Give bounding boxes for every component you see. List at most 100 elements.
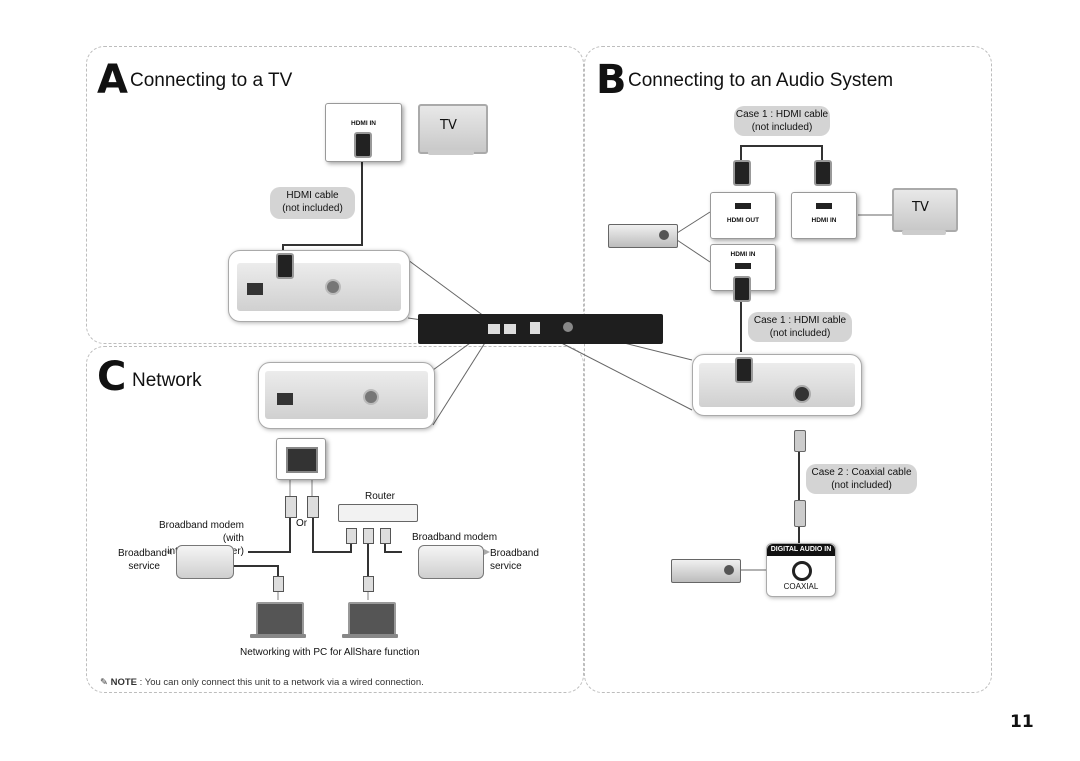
tv-icon: TV bbox=[892, 188, 958, 232]
tv-stand bbox=[428, 150, 474, 155]
player-lan-port bbox=[488, 324, 500, 334]
av-receiver-icon bbox=[608, 224, 678, 248]
receiver-knob bbox=[724, 565, 734, 575]
section-c-title: Network bbox=[132, 370, 202, 391]
section-a-title: Connecting to a TV bbox=[130, 70, 293, 91]
broadband-text: Broadband bbox=[490, 548, 539, 559]
lan-port-icon bbox=[286, 447, 318, 473]
lan-plug-icon bbox=[363, 528, 374, 544]
not-included-text: (not included) bbox=[282, 203, 343, 214]
hdmi-plug-icon bbox=[814, 160, 832, 186]
section-a-letter: A bbox=[97, 57, 128, 103]
lan-plug-icon bbox=[285, 496, 297, 518]
case1-hdmi-label-mid: Case 1 : HDMI cable (not included) bbox=[748, 312, 852, 342]
hdmi-cable-label-a: HDMI cable (not included) bbox=[270, 187, 355, 219]
or-label: Or bbox=[296, 518, 308, 529]
broadband-modem-label: Broadband modem bbox=[412, 532, 498, 543]
service-text: service bbox=[490, 561, 522, 572]
lan-plug-icon bbox=[346, 528, 357, 544]
lan-plug-icon bbox=[273, 576, 284, 592]
player-fan-icon bbox=[563, 322, 573, 332]
receiver-knob bbox=[659, 230, 669, 240]
coax-plug-icon bbox=[794, 430, 806, 452]
coaxial-jack-icon bbox=[792, 561, 812, 581]
rear-panel-strip bbox=[699, 363, 855, 407]
hdmi-plug-icon bbox=[733, 276, 751, 302]
player-rear-callout-a bbox=[228, 250, 410, 322]
panel-connecting-tv bbox=[86, 46, 584, 344]
note-icon: ✎ bbox=[100, 677, 108, 688]
modem-icon bbox=[418, 545, 484, 579]
not-included-text: (not included) bbox=[769, 328, 831, 339]
lan-port-box bbox=[276, 438, 326, 480]
hdmi-plug-icon bbox=[733, 160, 751, 186]
service-text: service bbox=[128, 561, 160, 572]
hdmi-out-label: HDMI OUT bbox=[726, 217, 760, 224]
case1-text: Case 1 : HDMI cable bbox=[753, 315, 847, 326]
hdmi-in-label: HDMI IN bbox=[351, 120, 376, 127]
note-line: ✎ NOTE : You can only connect this unit … bbox=[100, 677, 424, 688]
tv-stand bbox=[902, 230, 946, 235]
laptop-icon bbox=[256, 602, 304, 636]
broadband-service-left: Broadband service bbox=[118, 547, 167, 573]
modem-router-line1: Broadband modem (with bbox=[158, 520, 244, 544]
section-b-title: Connecting to an Audio System bbox=[628, 70, 894, 91]
case2-text: Case 2 : Coaxial cable bbox=[811, 467, 912, 478]
case1-text: Case 1 : HDMI cable bbox=[735, 109, 829, 120]
panel-network bbox=[86, 346, 584, 693]
hdmi-plug-icon bbox=[354, 132, 372, 158]
lan-port-icon bbox=[247, 283, 263, 295]
router-icon bbox=[338, 504, 418, 522]
hdmi-cable-text: HDMI cable bbox=[286, 190, 339, 201]
hdmi-in-tv-port-box: HDMI IN bbox=[791, 192, 857, 239]
section-b-letter: B bbox=[596, 57, 627, 103]
hdmi-in-tv-label: HDMI IN bbox=[811, 217, 837, 224]
laptop-base bbox=[250, 634, 306, 638]
tv-label: TV bbox=[440, 118, 457, 133]
blu-ray-player bbox=[418, 314, 663, 344]
broadband-text: Broadband bbox=[118, 548, 167, 559]
hdmi-plug-icon bbox=[276, 253, 294, 279]
note-prefix: NOTE bbox=[110, 677, 137, 688]
lan-plug-icon bbox=[363, 576, 374, 592]
coaxial-port-icon bbox=[325, 279, 341, 295]
av-receiver-icon bbox=[671, 559, 741, 583]
coaxial-port-icon bbox=[363, 389, 379, 405]
hdmi-in-port-box: HDMI IN bbox=[325, 103, 402, 162]
player-rear-callout-b bbox=[692, 354, 862, 416]
rear-panel-strip bbox=[237, 263, 401, 311]
player-hdmi-port bbox=[504, 324, 516, 334]
router-label: Router bbox=[365, 491, 396, 502]
player-coax-port bbox=[530, 322, 540, 334]
not-included-text: (not included) bbox=[831, 480, 892, 491]
modem-router-icon bbox=[176, 545, 234, 579]
digital-audio-in-callout: DIGITAL AUDIO IN COAXIAL bbox=[766, 543, 836, 597]
broadband-service-right: Broadband service bbox=[490, 547, 539, 573]
coaxial-label: COAXIAL bbox=[783, 582, 819, 591]
coaxial-port-icon bbox=[793, 385, 811, 403]
not-included-text: (not included) bbox=[751, 122, 813, 133]
hdmi-port-icon bbox=[816, 203, 832, 209]
tv-icon: TV bbox=[418, 104, 488, 154]
case1-hdmi-label-top: Case 1 : HDMI cable (not included) bbox=[734, 106, 830, 136]
panel-audio-system bbox=[584, 46, 992, 693]
hdmi-port-icon bbox=[735, 263, 751, 269]
section-c-letter: C bbox=[97, 354, 127, 400]
page-number: 11 bbox=[1010, 712, 1034, 732]
coax-plug-icon bbox=[794, 500, 806, 527]
digital-audio-in-label: DIGITAL AUDIO IN bbox=[767, 544, 835, 556]
hdmi-port-icon bbox=[735, 203, 751, 209]
case2-coaxial-label: Case 2 : Coaxial cable (not included) bbox=[806, 464, 917, 494]
laptop-icon bbox=[348, 602, 396, 636]
lan-plug-icon bbox=[307, 496, 319, 518]
hdmi-in-receiver-label: HDMI IN bbox=[730, 251, 756, 258]
pc-caption: Networking with PC for AllShare function bbox=[240, 647, 420, 658]
lan-plug-icon bbox=[380, 528, 391, 544]
hdmi-plug-icon bbox=[735, 357, 753, 383]
note-text: : You can only connect this unit to a ne… bbox=[137, 677, 424, 688]
hdmi-out-port-box: HDMI OUT bbox=[710, 192, 776, 239]
player-rear-callout-c bbox=[258, 362, 435, 429]
laptop-base bbox=[342, 634, 398, 638]
tv-label: TV bbox=[912, 200, 929, 215]
